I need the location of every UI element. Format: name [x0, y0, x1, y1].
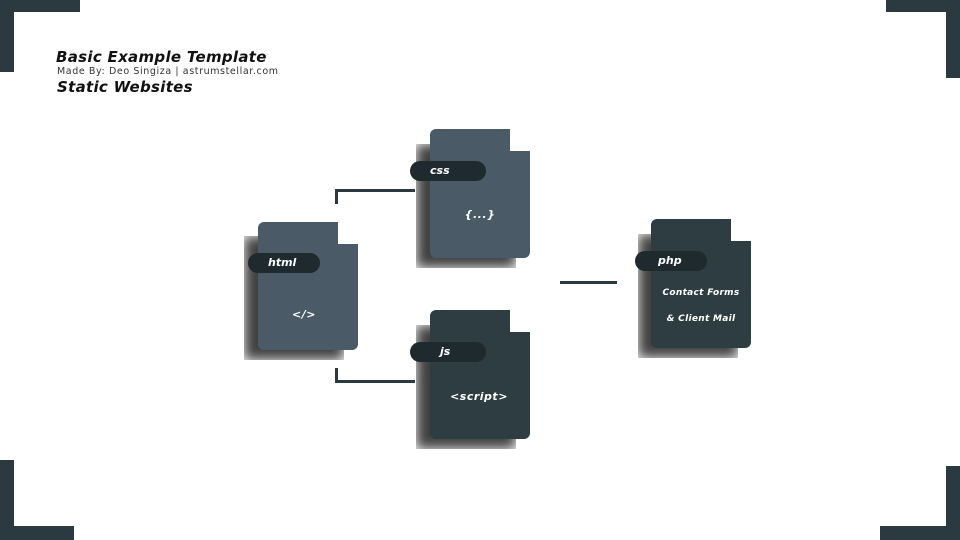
corner-bottom-right-v [946, 466, 960, 540]
html-tag: html [248, 253, 320, 273]
corner-top-left-h [0, 0, 80, 12]
corner-bottom-left-v [0, 460, 14, 540]
connector-html-js-vertical [335, 368, 338, 383]
css-tag: css [410, 161, 486, 181]
php-line-1: Contact Forms [662, 288, 740, 298]
connector-html-js-horizontal [335, 380, 415, 383]
css-file-icon [430, 129, 530, 258]
connector-to-php [560, 281, 617, 284]
js-tag: js [410, 342, 486, 362]
php-line-2: & Client Mail [666, 314, 736, 324]
corner-top-right-v [946, 0, 960, 78]
php-file-icon [651, 219, 751, 348]
author-credit: Made By: Deo Singiza | astrumstellar.com [57, 66, 279, 77]
page-subtitle: Static Websites [57, 78, 193, 96]
js-file-icon [430, 310, 530, 439]
css-code: {...} [464, 208, 496, 221]
connector-html-css-vertical [335, 189, 338, 204]
connector-html-css-horizontal [335, 189, 415, 192]
js-code: <script> [450, 390, 508, 403]
corner-top-right-h [886, 0, 960, 12]
corner-bottom-left-h [0, 526, 74, 540]
corner-top-left-v [0, 0, 14, 72]
php-tag: php [635, 251, 707, 271]
html-code: </> [292, 308, 316, 321]
corner-bottom-right-h [880, 526, 960, 540]
page-title: Basic Example Template [56, 48, 267, 66]
html-file-icon [258, 222, 358, 350]
